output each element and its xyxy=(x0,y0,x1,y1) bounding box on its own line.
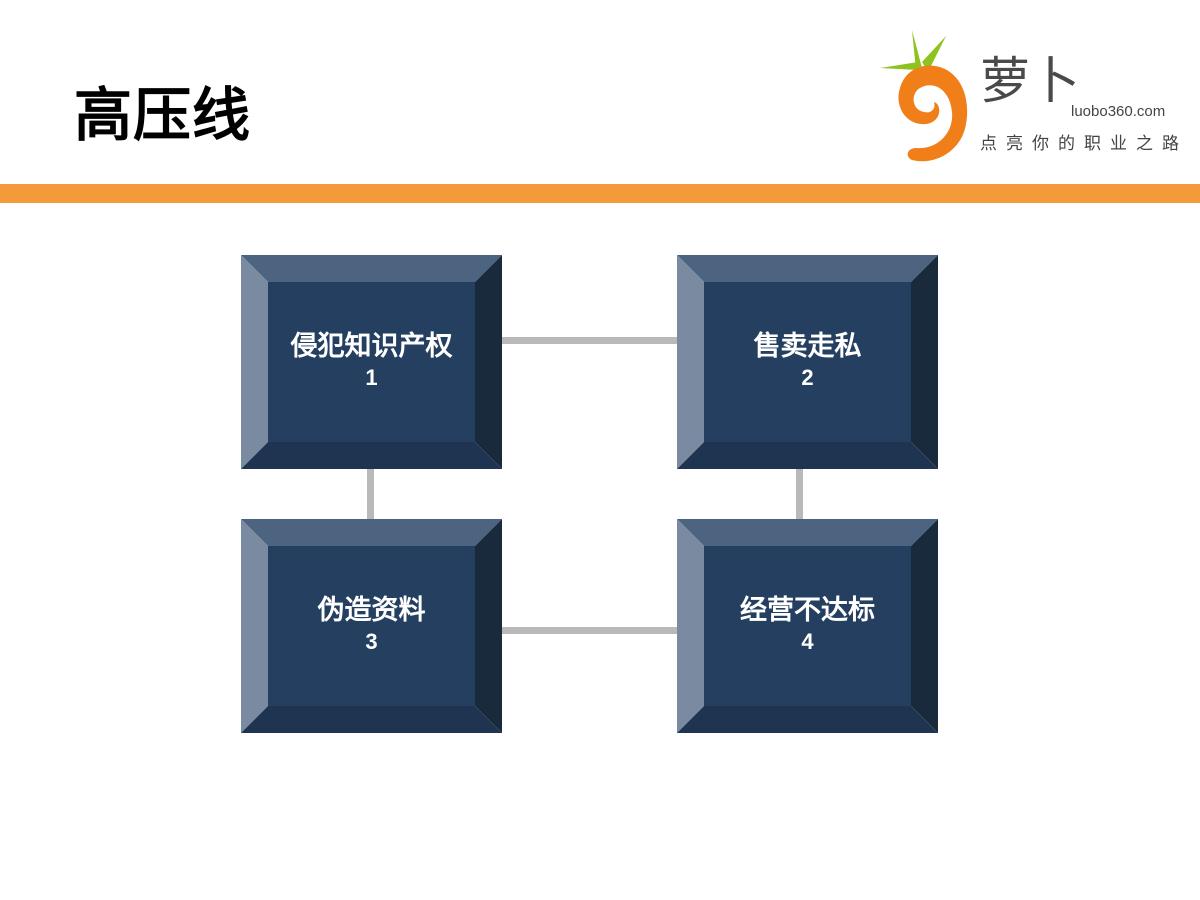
bevel-frame xyxy=(677,519,938,733)
diagram-box-1: 侵犯知识产权 1 xyxy=(241,255,502,469)
diagram-box-3: 伪造资料 3 xyxy=(241,519,502,733)
box-label: 伪造资料 xyxy=(317,594,426,626)
logo-wordmark: 萝卜 xyxy=(980,52,1080,110)
box-label: 经营不达标 xyxy=(740,594,875,626)
bevel-frame xyxy=(241,519,502,733)
diagram-box-2: 售卖走私 2 xyxy=(677,255,938,469)
bevel-frame xyxy=(677,255,938,469)
box-number: 2 xyxy=(801,365,814,391)
logo-slogan: 点亮你的职业之路 xyxy=(980,134,1188,154)
bevel-frame xyxy=(241,255,502,469)
diagram-box-4: 经营不达标 4 xyxy=(677,519,938,733)
box-number: 4 xyxy=(801,629,814,655)
box-label: 侵犯知识产权 xyxy=(290,330,453,362)
box-number: 3 xyxy=(365,629,378,655)
connector-1-3 xyxy=(367,469,374,521)
logo-url: luobo360.com xyxy=(1071,103,1166,120)
connector-3-4 xyxy=(502,627,678,634)
box-label: 售卖走私 xyxy=(753,330,862,362)
box-number: 1 xyxy=(365,365,378,391)
connector-1-2 xyxy=(502,337,678,344)
accent-bar xyxy=(0,184,1200,203)
carrot-logo-icon xyxy=(880,30,968,162)
slide-title: 高压线 xyxy=(74,81,252,149)
connector-2-4 xyxy=(796,469,803,521)
